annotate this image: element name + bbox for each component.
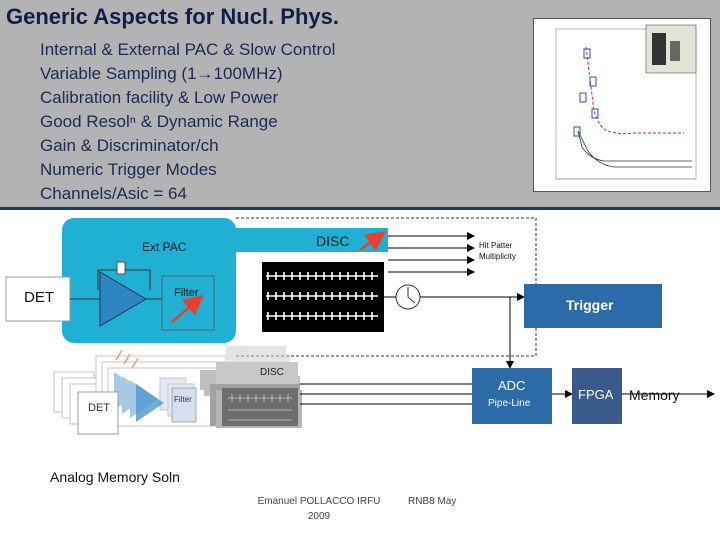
filter-adjust-arrow	[171, 294, 204, 323]
asic-boundary	[236, 217, 537, 357]
disc-adjust-arrow	[359, 231, 387, 252]
memory-label: Memory	[629, 387, 680, 403]
trigger-box	[524, 284, 662, 328]
feedback-element	[116, 261, 126, 275]
stack-det-box	[77, 391, 119, 435]
feature-item: Internal & External PAC & Slow Control	[40, 40, 336, 59]
stack-disc-label: DISC	[260, 367, 284, 378]
stack-filter-label: Filter	[174, 395, 192, 404]
disc-label: DISC	[316, 233, 350, 249]
stack-waveform-pulses	[228, 394, 292, 421]
adc-label: ADC	[498, 378, 526, 393]
waveform-box	[262, 262, 384, 332]
disc-box	[236, 228, 388, 252]
hit-pattern-label: Hit Patter Multiplicity	[479, 240, 516, 262]
pipeline-label: Pipe-Line	[488, 398, 531, 409]
det-label: DET	[24, 289, 54, 306]
filter-box	[161, 275, 215, 331]
feature-list: Internal & External PAC & Slow Control V…	[40, 38, 335, 206]
stack-filter-box	[171, 387, 197, 423]
det-box	[5, 276, 71, 322]
stack-amplifier	[136, 384, 164, 422]
stack-det-label: DET	[88, 402, 110, 414]
hit-pattern-line1: Hit Patter	[479, 241, 513, 250]
ext-pac-label: Ext PAC	[142, 240, 187, 254]
footer-event: RNB8 May	[408, 496, 457, 507]
header-divider	[0, 207, 720, 210]
plot-thumbnail-graphic	[534, 19, 710, 191]
fpga-label: FPGA	[578, 387, 614, 402]
waveform-pulses	[266, 272, 378, 320]
stack-disc-box	[216, 362, 298, 384]
filter-label: Filter	[174, 287, 199, 299]
feature-item: Good Resolⁿ & Dynamic Range	[40, 112, 278, 131]
footer-author-line1: Emanuel POLLACCO IRFU	[257, 496, 381, 507]
footer-author-line2: 2009	[307, 511, 331, 522]
feature-item: Channels/Asic = 64	[40, 184, 187, 203]
feature-item: Numeric Trigger Modes	[40, 160, 217, 179]
feature-item: Gain & Discriminator/ch	[40, 136, 219, 155]
analog-memory-label: Analog Memory Soln	[50, 469, 180, 485]
slide-title: Generic Aspects for Nucl. Phys.	[6, 4, 339, 29]
feature-item: Variable Sampling (1→100MHz)	[40, 64, 283, 83]
resolution-plot-thumbnail	[533, 18, 711, 192]
feature-item: Calibration facility & Low Power	[40, 88, 279, 107]
hit-pattern-line2: Multiplicity	[479, 252, 516, 261]
adc-box	[472, 368, 552, 424]
footer-author: Emanuel POLLACCO IRFU 2009	[254, 496, 384, 522]
fpga-box	[572, 368, 622, 424]
trigger-label: Trigger	[566, 297, 614, 313]
